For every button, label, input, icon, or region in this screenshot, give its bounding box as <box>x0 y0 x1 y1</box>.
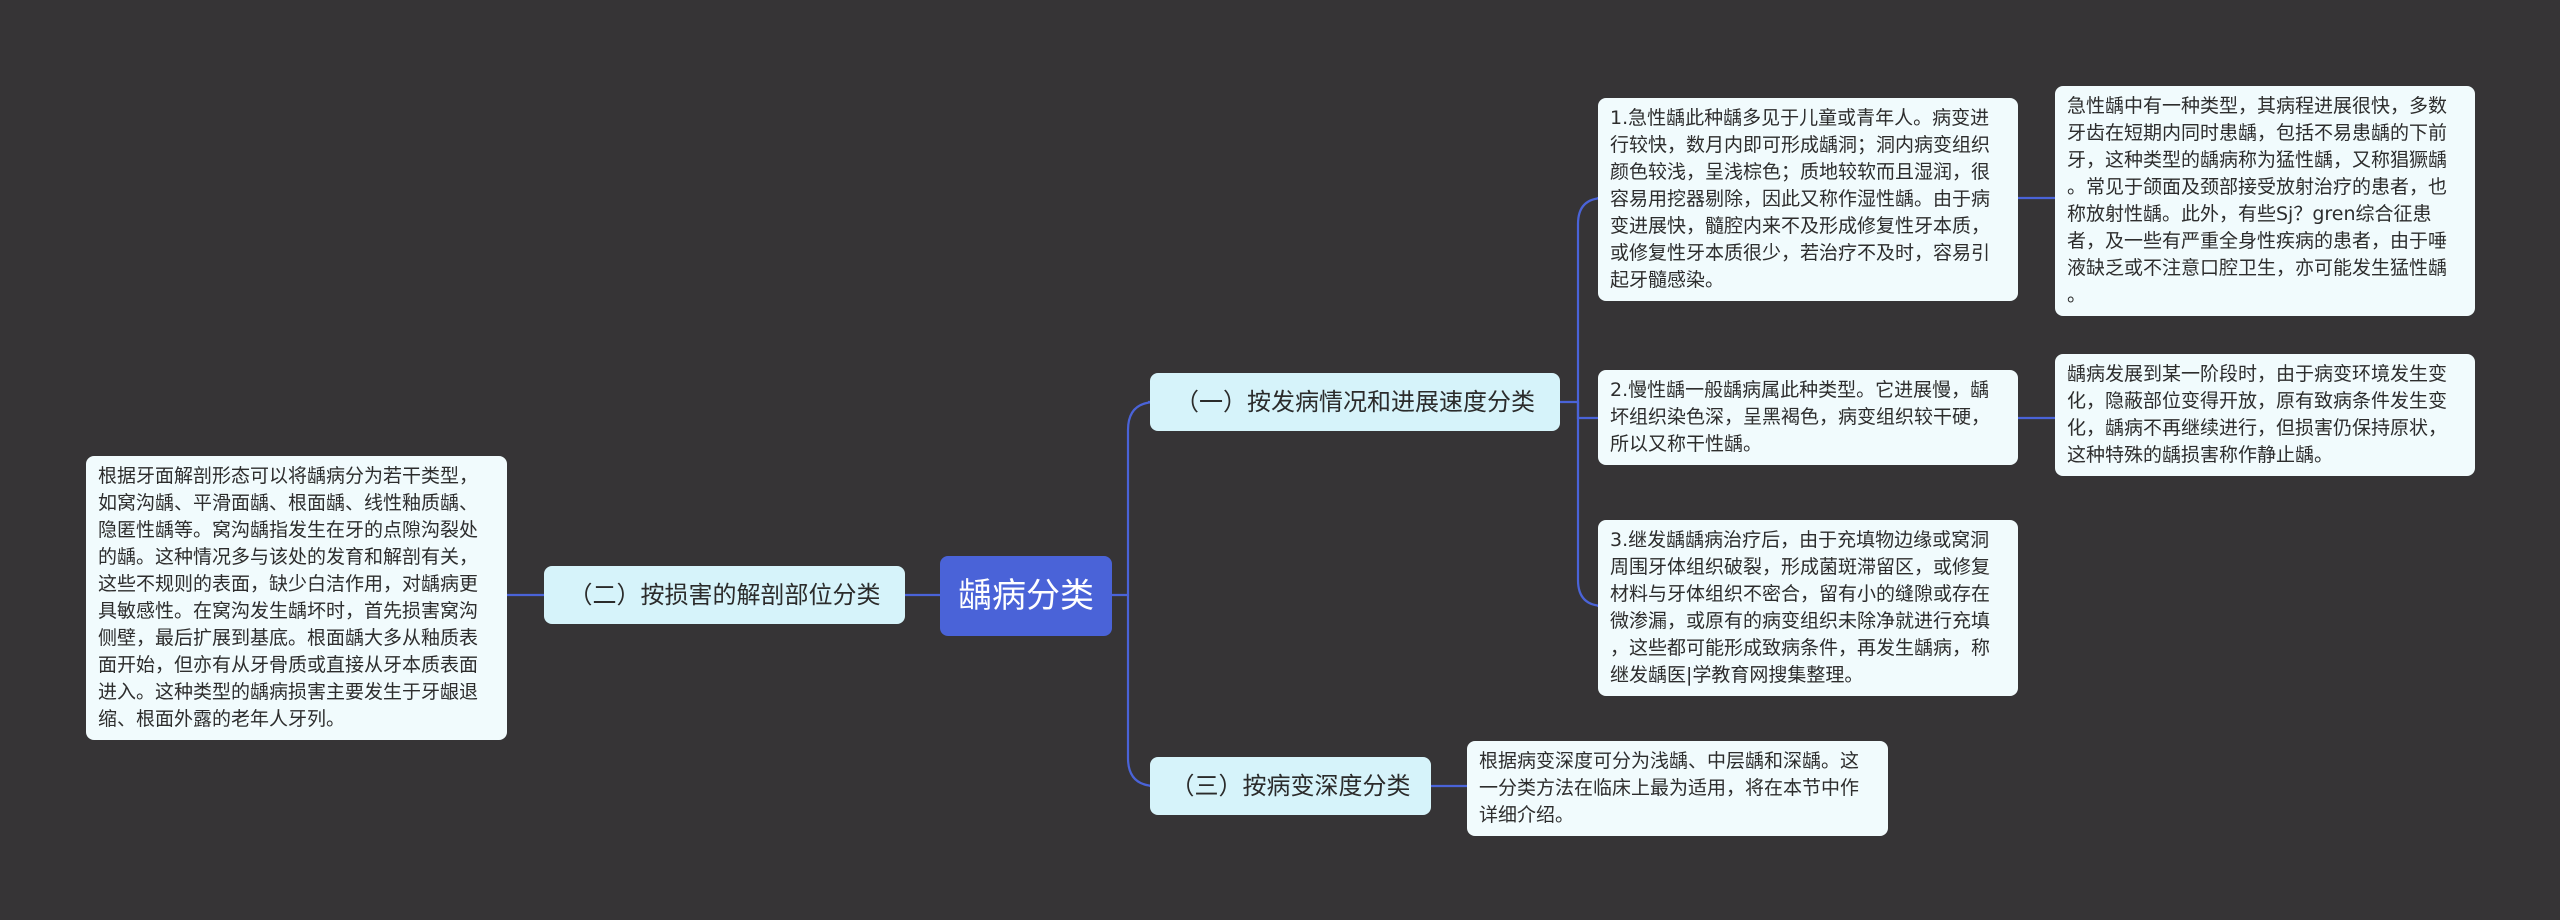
link-fork-chronic <box>1576 400 1600 420</box>
leaf-rampant-caries[interactable]: 急性龋中有一种类型，其病程进展很快，多数 牙齿在短期内同时患龋，包括不易患龋的下… <box>2055 86 2475 316</box>
link-trunk-depth <box>1126 593 1157 788</box>
leaf-secondary-caries[interactable]: 3.继发龋龋病治疗后，由于充填物边缘或窝洞 周围牙体组织破裂，形成菌斑滞留区，或… <box>1598 520 2018 696</box>
branch-depth[interactable]: （三）按病变深度分类 <box>1150 757 1431 815</box>
leaf-depth-text[interactable]: 根据病变深度可分为浅龋、中层龋和深龋。这 一分类方法在临床上最为适用，将在本节中… <box>1467 741 1888 836</box>
root-node[interactable]: 龋病分类 <box>940 556 1112 636</box>
leaf-arrested-caries[interactable]: 龋病发展到某一阶段时，由于病变环境发生变 化，隐蔽部位变得开放，原有致病条件发生… <box>2055 354 2475 476</box>
branch-anatomy[interactable]: （二）按损害的解剖部位分类 <box>544 566 905 624</box>
branch-speed[interactable]: （一）按发病情况和进展速度分类 <box>1150 373 1560 431</box>
link-trunk-speed <box>1126 400 1157 597</box>
leaf-acute-caries[interactable]: 1.急性龋此种龋多见于儿童或青年人。病变进 行较快，数月内即可形成龋洞；洞内病变… <box>1598 98 2018 301</box>
leaf-chronic-caries[interactable]: 2.慢性龋一般龋病属此种类型。它进展慢，龋 坏组织染色深，呈黑褐色，病变组织较干… <box>1598 370 2018 465</box>
leaf-anatomy-text[interactable]: 根据牙面解剖形态可以将龋病分为若干类型， 如窝沟龋、平滑面龋、根面龋、线性釉质龋… <box>86 456 507 740</box>
